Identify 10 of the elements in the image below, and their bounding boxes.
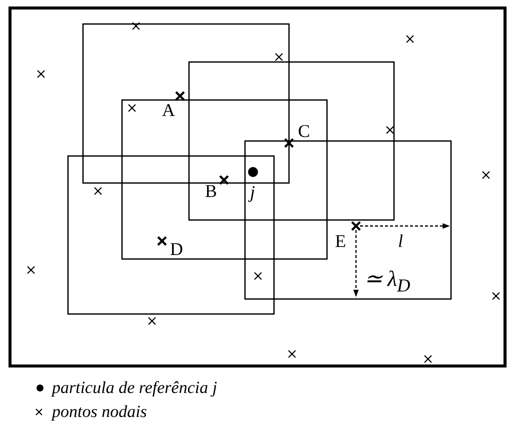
point-label: B <box>205 182 218 200</box>
point-label: E <box>335 232 346 250</box>
point-label: D <box>170 240 183 258</box>
particle-label: j <box>250 183 256 201</box>
legend-text: pontos nodais <box>52 402 147 422</box>
legend-text: particula de referência j <box>52 378 218 398</box>
point-label: C <box>298 122 310 140</box>
length-label: l <box>398 232 404 250</box>
point-label: A <box>162 101 175 119</box>
debye-length-label: ≃ λ$_{D}$ <box>364 270 410 294</box>
